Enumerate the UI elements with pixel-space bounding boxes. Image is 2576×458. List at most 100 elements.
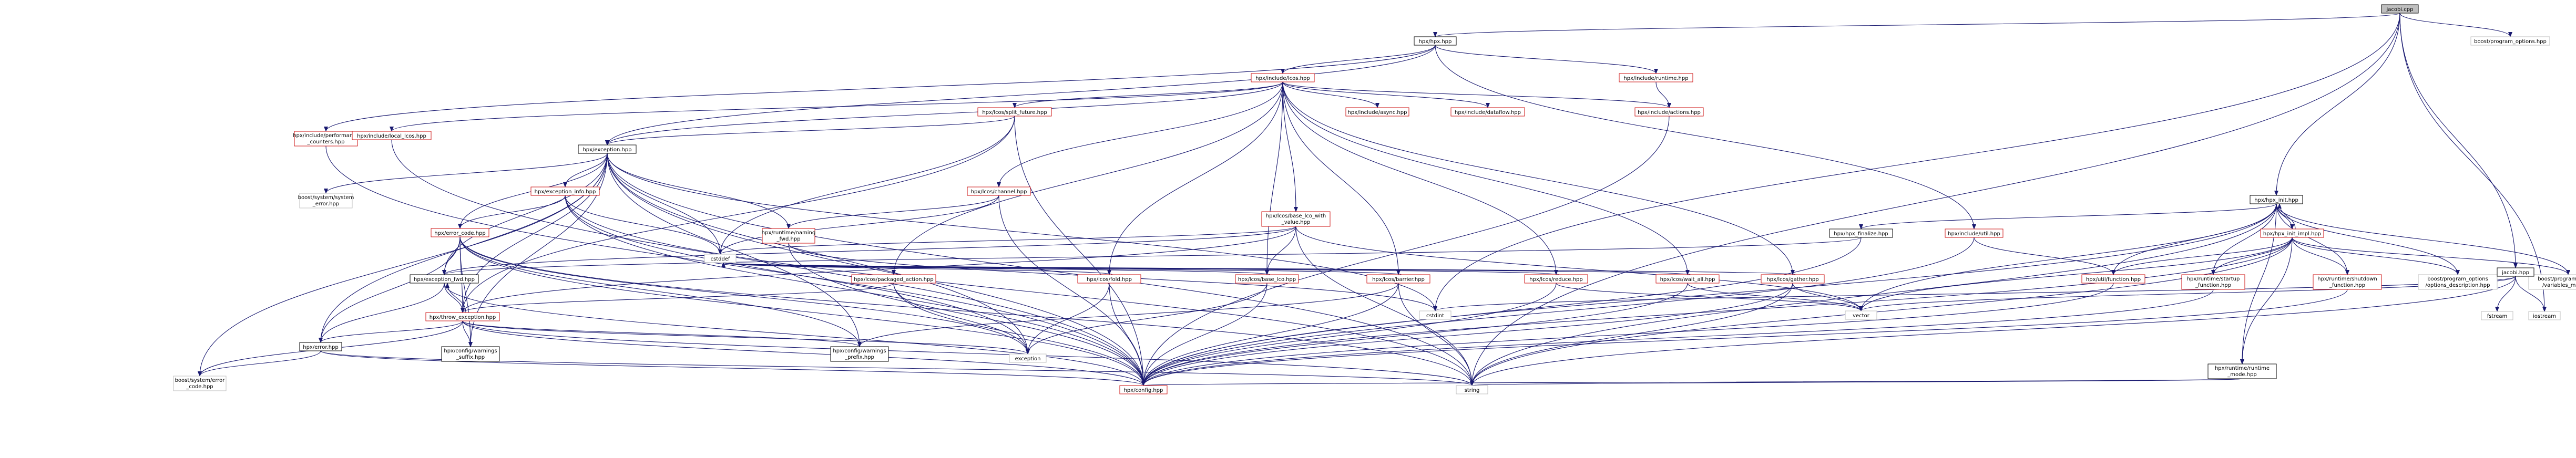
node-box [1655,274,1720,284]
node-base-lco[interactable]: hpx/lcos/base_lco.hpp [1235,274,1299,284]
node-exception[interactable]: exception [1009,353,1047,363]
edge-exception-hpp-to-boost-error-code [198,153,608,377]
node-channel-hpp[interactable]: hpx/lcos/channel.hpp [967,186,1031,196]
node-shutdown-function[interactable]: hpx/runtime/shutdown_function.hpp [2313,274,2382,290]
node-label: _mode.hpp [2227,372,2257,378]
node-label: hpx/lcos/fold.hpp [1087,277,1132,283]
edge-throw-exception-to-warnings-suffix [462,320,473,347]
node-hpx-hpp[interactable]: hpx/hpx.hpp [1414,36,1457,46]
node-jacobi-hpp[interactable]: jacobi.hpp [2497,267,2534,277]
node-box [2207,363,2277,379]
node-function-hpp[interactable]: hpx/util/function.hpp [2081,274,2145,284]
edge-jacobi-hpp-to-iostream [2515,276,2547,312]
node-fold-hpp[interactable]: hpx/lcos/fold.hpp [1077,274,1141,284]
node-label: _fwd.hpp [776,236,800,242]
node-error-hpp[interactable]: hpx/error.hpp [299,342,342,351]
node-label: exception [1015,356,1041,362]
edge-hpx-init-impl-to-options-description [2292,237,2460,275]
edge-util-hpp-to-config-hpp [1141,237,1975,386]
node-dataflow-hpp[interactable]: hpx/include/dataflow.hpp [1450,107,1525,117]
node-exception-hpp[interactable]: hpx/exception.hpp [578,144,637,154]
node-vector[interactable]: vector [1845,310,1877,320]
node-cstdint[interactable]: cstdint [1419,310,1451,320]
node-boost-system-error[interactable]: boost/system/system_error.hpp [298,193,354,209]
node-label: hpx/lcos/reduce.hpp [1529,277,1583,283]
node-boost-error-code[interactable]: boost/system/error_code.hpp [173,376,227,391]
edge-base-lco-with-value-to-cstddef [718,226,1296,255]
edge-exception-hpp-to-warnings-suffix [468,153,608,347]
node-split-future[interactable]: hpx/lcos/split_future.hpp [977,107,1052,117]
node-exception-fwd[interactable]: hpx/exception_fwd.hpp [410,274,479,284]
node-base-lco-with-value[interactable]: hpx/lcos/base_lco_with_value.hpp [1261,211,1331,227]
node-variables-map[interactable]: boost/program_options/variables_map.hpp [2528,274,2576,290]
node-naming-fwd[interactable]: hpx/runtime/naming_fwd.hpp [762,228,815,244]
node-label: hpx/lcos/wait_all.hpp [1660,277,1715,283]
edge-exception-hpp-to-boost-system-error [324,153,608,194]
edge-hpx-init-to-options-description [2276,203,2460,275]
node-throw-exception[interactable]: hpx/throw_exception.hpp [425,312,500,321]
node-cstddef[interactable]: cstddef [704,254,737,263]
node-hpx-init[interactable]: hpx/hpx_init.hpp [2250,195,2303,204]
edge-barrier-hpp-to-warnings-prefix [857,283,1399,347]
node-box [1261,211,1331,227]
node-label: _function.hpp [2195,283,2231,288]
edge-base-lco-with-value-to-throw-exception [461,226,1296,313]
edge-hpx-hpp-to-runtime-hpp [1435,45,1658,74]
edge-hpx-init-to-vector [1859,203,2277,311]
node-wait-all[interactable]: hpx/lcos/wait_all.hpp [1655,274,1720,284]
node-label: hpx/include/runtime.hpp [1623,76,1688,81]
node-label: hpx/include/dataflow.hpp [1455,110,1521,116]
edge-error-code-to-string [459,236,1474,386]
node-label: vector [1853,313,1870,319]
node-box [431,228,489,237]
node-warnings-suffix[interactable]: hpx/config/warnings_suffix.hpp [441,346,500,362]
node-string[interactable]: string [1456,385,1488,394]
node-exception-info[interactable]: hpx/exception_info.hpp [530,186,600,196]
node-warnings-prefix[interactable]: hpx/config/warnings_prefix.hpp [830,346,889,362]
node-perf-counters[interactable]: hpx/include/performance_counters.hpp [293,131,359,147]
edge-hpx-hpp-to-lcos-hpp [1281,45,1436,74]
node-runtime-mode[interactable]: hpx/runtime/runtime_mode.hpp [2207,363,2277,379]
node-gather-hpp[interactable]: hpx/lcos/gather.hpp [1761,274,1825,284]
node-fstream[interactable]: fstream [2481,311,2513,320]
node-async-hpp[interactable]: hpx/include/async.hpp [1345,107,1409,117]
edge-exception-hpp-to-throw-exception [461,153,608,313]
node-label: hpx/config.hpp [1124,388,1163,393]
node-options-description[interactable]: boost/program_options/options_descriptio… [2418,274,2498,290]
node-box [2260,228,2324,238]
edge-exception-info-to-string [565,195,1474,386]
node-box [1829,228,1893,238]
edge-lcos-hpp-to-wait-all [1282,81,1690,275]
edge-throw-exception-to-string [462,320,1474,386]
node-boost-po[interactable]: boost/program_options.hpp [2470,36,2550,46]
node-box [1414,36,1457,46]
node-iostream[interactable]: iostream [2528,311,2561,320]
node-packaged-action[interactable]: hpx/lcos/packaged_action.hpp [851,274,936,284]
node-util-hpp[interactable]: hpx/include/util.hpp [1945,228,2003,238]
node-reduce-hpp[interactable]: hpx/lcos/reduce.hpp [1524,274,1588,284]
edge-exception-hpp-to-exception-fwd [442,153,608,275]
node-local-lcos[interactable]: hpx/include/local_lcos.hpp [352,131,432,140]
edge-hpx-init-impl-to-startup-function [2211,237,2293,275]
node-box [2381,4,2419,14]
edge-exception-hpp-to-cstddef [607,153,722,255]
node-runtime-hpp[interactable]: hpx/include/runtime.hpp [1619,73,1693,82]
edge-util-hpp-to-function-hpp [1974,237,2115,275]
node-box [299,342,342,351]
node-hpx-init-impl[interactable]: hpx/hpx_init_impl.hpp [2260,228,2324,238]
edge-hpx-init-to-runtime-mode [2240,203,2277,365]
node-startup-function[interactable]: hpx/runtime/startup_function.hpp [2181,274,2245,290]
node-barrier-hpp[interactable]: hpx/lcos/barrier.hpp [1366,274,1430,284]
edge-jacobi-cpp-to-cstdint [1433,13,2400,311]
node-box [1456,385,1488,394]
node-actions-hpp[interactable]: hpx/include/actions.hpp [1634,107,1704,117]
node-box [2250,195,2303,204]
node-hpx-finalize[interactable]: hpx/hpx_finalize.hpp [1829,228,1893,238]
node-error-code[interactable]: hpx/error_code.hpp [431,228,489,237]
edge-base-lco-with-value-to-base-lco [1265,226,1296,275]
node-lcos-hpp[interactable]: hpx/include/lcos.hpp [1251,73,1315,82]
node-jacobi-cpp[interactable]: jacobi.cpp [2381,4,2419,14]
node-config-hpp[interactable]: hpx/config.hpp [1119,385,1168,394]
edge-actions-hpp-to-config-hpp [1141,116,1670,386]
edge-exception-fwd-to-throw-exception [444,283,465,313]
